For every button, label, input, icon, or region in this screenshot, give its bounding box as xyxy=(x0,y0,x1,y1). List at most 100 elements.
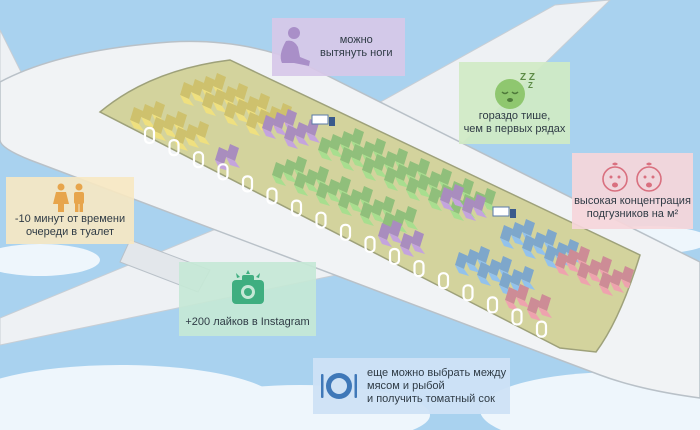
seat xyxy=(466,249,480,273)
seat xyxy=(318,137,332,161)
cabin-window xyxy=(486,296,499,314)
seat xyxy=(511,222,525,246)
seat xyxy=(163,114,177,138)
meal-choice-line: еще можно выбрать между xyxy=(367,366,507,379)
seat xyxy=(389,220,403,244)
seat xyxy=(544,245,558,269)
seat xyxy=(305,169,319,193)
cabin-window xyxy=(413,260,425,278)
seat xyxy=(373,154,387,178)
seat xyxy=(455,252,469,276)
seat xyxy=(538,294,552,318)
seat xyxy=(152,117,166,141)
seat xyxy=(522,235,536,259)
seat xyxy=(349,189,363,213)
cabin-windows xyxy=(143,126,548,338)
toilet-line: очереди в туалет xyxy=(25,225,115,238)
cabin-window xyxy=(388,247,401,266)
seat xyxy=(246,112,260,136)
cabin-window xyxy=(266,187,278,205)
seat xyxy=(213,89,227,113)
seat xyxy=(329,134,343,158)
cabin-window xyxy=(535,320,548,338)
seat xyxy=(235,99,249,123)
seat xyxy=(360,202,374,226)
seat xyxy=(340,147,354,171)
seat xyxy=(440,187,454,211)
seat xyxy=(588,259,602,283)
seat xyxy=(371,199,385,223)
legroom-text: можно вытянуть ноги xyxy=(320,34,393,60)
cabin-window xyxy=(241,175,254,193)
seat xyxy=(527,297,541,321)
restroom-icon xyxy=(53,183,84,212)
seat xyxy=(262,115,276,139)
seat xyxy=(351,144,365,168)
seat xyxy=(488,259,502,283)
instagram-text: +200 лайков в Instagram xyxy=(185,316,309,329)
seat xyxy=(327,179,341,203)
seat xyxy=(378,223,392,247)
seat xyxy=(477,262,491,286)
seat xyxy=(500,225,514,249)
meal-choice-text: еще можно выбрать между мясом и рыбой и … xyxy=(367,367,506,406)
quieter-text: гораздо тише, чем в первых рядах xyxy=(464,110,566,136)
diapers-callout: высокая концентрация подгузников на м² xyxy=(572,153,693,229)
exit-sign xyxy=(311,114,335,126)
toilet-line: -10 минут от времени xyxy=(14,212,126,225)
legroom-line: можно xyxy=(339,34,373,46)
seat xyxy=(316,182,330,206)
cabin-window xyxy=(339,223,352,241)
cabin-window xyxy=(437,272,450,290)
seat xyxy=(294,172,308,196)
seat xyxy=(284,125,298,149)
seat xyxy=(180,82,194,106)
seat xyxy=(555,252,569,276)
seat xyxy=(451,184,465,208)
seat xyxy=(196,121,210,145)
quieter-callout: Z Z Z гораздо тише, чем в первых рядах xyxy=(459,62,570,144)
seat xyxy=(384,167,398,191)
cabin-window xyxy=(192,151,205,169)
cabin-window xyxy=(217,163,229,181)
meal-choice-line: мясом и рыбой xyxy=(367,379,445,392)
meal-choice-callout: еще можно выбрать между мясом и рыбой и … xyxy=(313,358,510,414)
cabin-window xyxy=(315,211,327,229)
exit-sign xyxy=(492,206,516,218)
seat xyxy=(283,159,297,183)
seat-rows xyxy=(130,73,635,321)
instagram-callout: +200 лайков в Instagram xyxy=(179,262,316,336)
seat xyxy=(577,262,591,286)
toilet-callout: -10 минут от времени очереди в туалет xyxy=(6,177,134,244)
seat xyxy=(404,206,418,230)
crying-babies-icon xyxy=(601,162,662,192)
sleeping-face-icon: Z Z Z xyxy=(494,72,535,109)
seat xyxy=(417,174,431,198)
seat xyxy=(202,92,216,116)
quieter-line: гораздо тише, xyxy=(478,110,551,122)
cabin-window xyxy=(168,139,180,157)
svg-text:Z: Z xyxy=(528,81,533,90)
legroom-line: вытянуть ноги xyxy=(320,47,393,59)
meal-choice-line: и получить томатный сок xyxy=(367,392,495,405)
seat xyxy=(224,102,238,126)
cabin-window xyxy=(511,308,523,326)
seat xyxy=(566,249,580,273)
quieter-line: чем в первых рядах xyxy=(463,123,566,135)
seat xyxy=(226,144,240,168)
cabin-window xyxy=(290,199,303,217)
seat xyxy=(191,79,205,103)
seat xyxy=(395,164,409,188)
seat xyxy=(462,197,476,221)
seat xyxy=(505,287,519,311)
seat xyxy=(130,107,144,131)
camera-icon xyxy=(231,269,264,304)
toilet-text: -10 минут от времени очереди в туалет xyxy=(15,213,125,239)
seat xyxy=(428,187,442,211)
diapers-text: высокая концентрация подгузников на м² xyxy=(574,195,691,221)
seat xyxy=(141,104,155,128)
seat xyxy=(533,232,547,256)
diapers-line: высокая концентрация xyxy=(574,195,691,207)
person-stretching-icon xyxy=(280,27,310,66)
